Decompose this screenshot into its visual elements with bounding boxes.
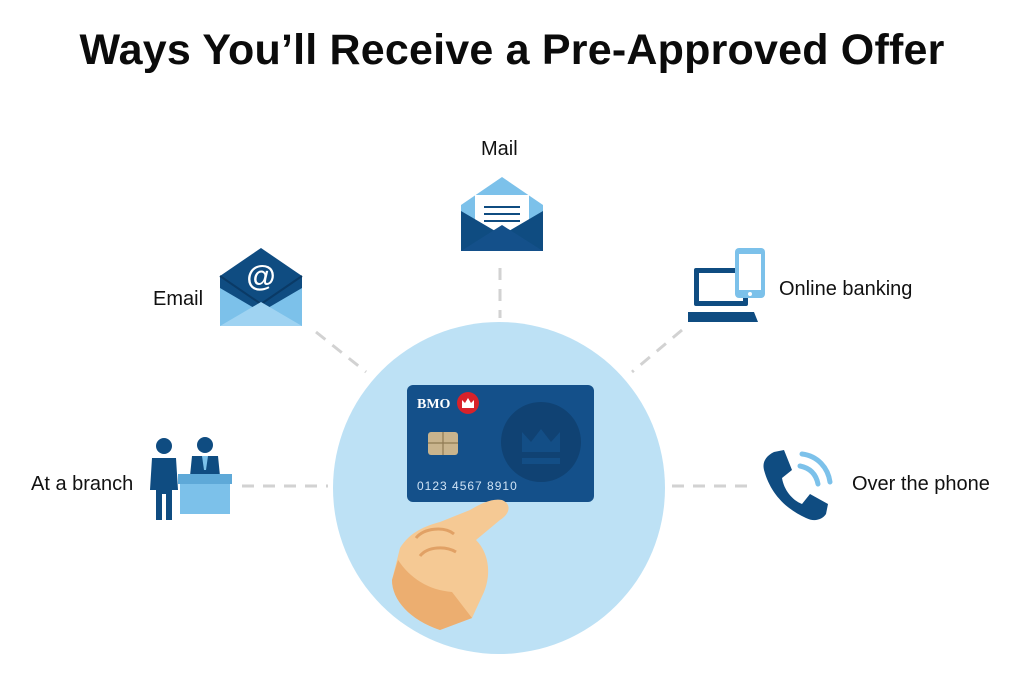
card-brand: BMO xyxy=(417,397,451,412)
connector-online-banking xyxy=(631,328,683,374)
pointing-hand-icon xyxy=(392,499,509,630)
svg-text:@: @ xyxy=(246,260,275,293)
envelope-open-icon xyxy=(459,173,545,258)
page-title: Ways You’ll Receive a Pre-Approved Offer xyxy=(79,26,945,74)
connector-lines xyxy=(242,268,756,488)
channel-label-mail: Mail xyxy=(481,138,518,160)
channel-label-phone: Over the phone xyxy=(852,473,990,495)
channel-label-branch: At a branch xyxy=(31,473,134,495)
email-at-icon: @ xyxy=(218,246,304,333)
card-number: 0123 4567 8910 xyxy=(417,479,518,493)
credit-card-icon: BMO 0123 4567 8910 xyxy=(407,385,594,502)
laptop-phone-icon xyxy=(686,246,770,331)
channel-label-email: Email xyxy=(153,288,204,310)
bank-teller-icon xyxy=(148,436,236,527)
phone-icon xyxy=(760,448,836,527)
connector-email xyxy=(315,330,367,374)
channel-label-online-banking: Online banking xyxy=(779,278,913,300)
